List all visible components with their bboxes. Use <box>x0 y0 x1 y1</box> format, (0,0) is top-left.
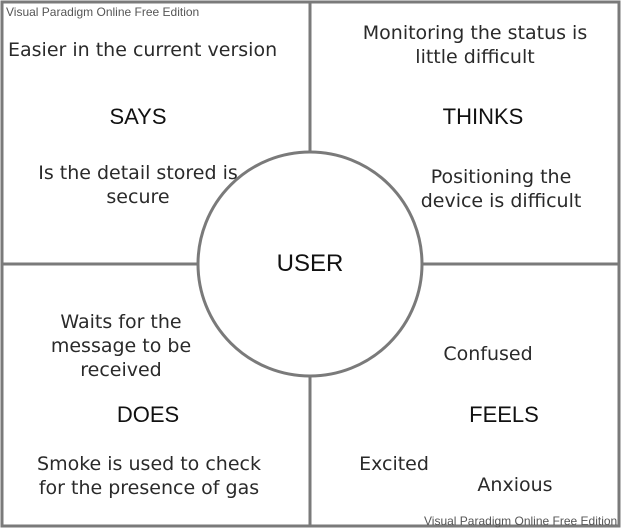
feels-note-anxious: Anxious <box>477 474 553 496</box>
says-note-2: Is the detail stored is secure <box>38 162 238 208</box>
thinks-note-2: Positioning the device is difficult <box>420 166 582 212</box>
center-user-label: USER <box>276 250 344 277</box>
feels-note-confused: Confused <box>443 343 533 365</box>
watermark-top: Visual Paradigm Online Free Edition <box>6 5 200 19</box>
feels-note-excited: Excited <box>359 453 429 475</box>
watermark-bottom: Visual Paradigm Online Free Edition <box>424 514 618 528</box>
does-note-2: Smoke is used to check for the presence … <box>37 453 261 499</box>
says-title: SAYS <box>109 104 167 129</box>
thinks-note-1: Monitoring the status is little difficul… <box>362 22 588 68</box>
feels-title: FEELS <box>469 402 539 427</box>
thinks-title: THINKS <box>442 104 524 129</box>
says-note-1: Easier in the current version <box>8 39 278 61</box>
does-note-1: Waits for the message to be received <box>50 311 192 381</box>
does-title: DOES <box>116 402 180 427</box>
user-circle <box>196 150 424 378</box>
